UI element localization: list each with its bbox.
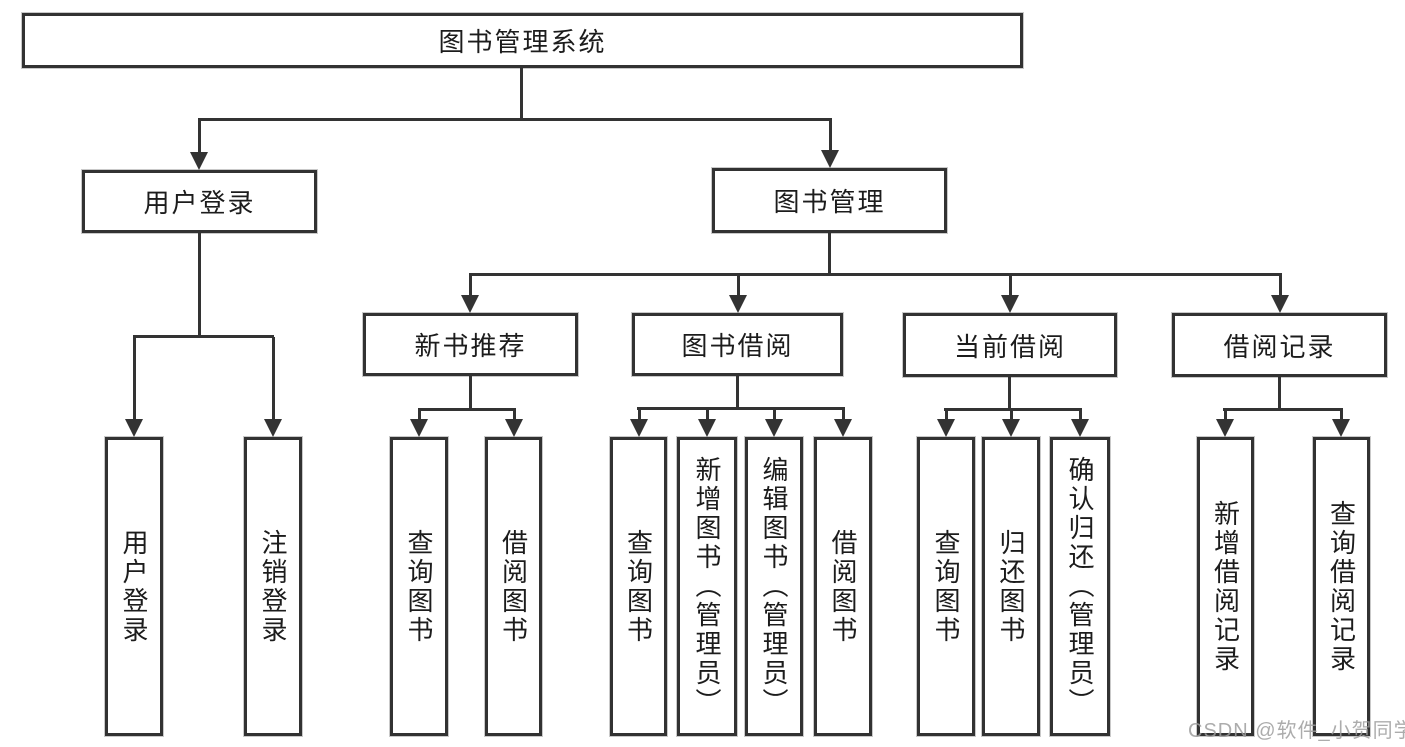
arrowhead-down-icon	[834, 419, 852, 437]
leaf-confirm-return-admin-label: 确认归还（管理员）	[1065, 456, 1095, 717]
arrowhead-down-icon	[410, 419, 428, 437]
connector-segment	[469, 376, 472, 411]
node-root: 图书管理系统	[22, 13, 1023, 68]
leaf-borrow-books-1: 借阅图书	[485, 437, 542, 736]
connector-segment	[469, 273, 1282, 276]
leaf-query-books-2: 查询图书	[610, 437, 667, 736]
connector-segment	[736, 376, 739, 410]
arrowhead-down-icon	[1001, 295, 1019, 313]
connector-arrow-stem	[133, 337, 136, 421]
leaf-borrow-books-2: 借阅图书	[814, 437, 872, 736]
connector-arrow-stem	[842, 409, 845, 421]
connector-arrow-stem	[773, 409, 776, 421]
connector-arrow-stem	[1010, 410, 1013, 421]
arrowhead-down-icon	[698, 419, 716, 437]
connector-arrow-stem	[1279, 275, 1282, 297]
node-new-book-recommend-label: 新书推荐	[414, 331, 527, 361]
arrowhead-down-icon	[1216, 419, 1234, 437]
arrowhead-down-icon	[505, 419, 523, 437]
arrowhead-down-icon	[190, 152, 208, 170]
leaf-logout-label: 注销登录	[258, 528, 288, 645]
node-user-login-label: 用户登录	[143, 188, 256, 218]
leaf-add-book-admin-label: 新增图书（管理员）	[692, 456, 722, 717]
leaf-return-books: 归还图书	[982, 437, 1040, 736]
connector-arrow-stem	[829, 120, 832, 152]
connector-arrow-stem	[469, 275, 472, 297]
connector-arrow-stem	[945, 410, 948, 421]
leaf-confirm-return-admin: 确认归还（管理员）	[1050, 437, 1110, 736]
leaf-query-borrow-record-label: 查询借阅记录	[1326, 499, 1357, 674]
connector-segment	[133, 335, 274, 338]
connector-arrow-stem	[706, 409, 709, 421]
connector-arrow-stem	[638, 409, 641, 421]
node-book-borrowing: 图书借阅	[632, 313, 843, 376]
arrowhead-down-icon	[1271, 295, 1289, 313]
leaf-borrow-books-2-label: 借阅图书	[828, 528, 858, 645]
node-current-borrowing: 当前借阅	[903, 313, 1117, 377]
connector-segment	[198, 233, 201, 338]
node-new-book-recommend: 新书推荐	[363, 313, 578, 376]
connector-segment	[1008, 377, 1011, 411]
arrowhead-down-icon	[125, 419, 143, 437]
leaf-query-books-2-label: 查询图书	[623, 528, 654, 645]
connector-arrow-stem	[1009, 275, 1012, 297]
arrowhead-down-icon	[937, 419, 955, 437]
connector-arrow-stem	[513, 410, 516, 421]
arrowhead-down-icon	[765, 419, 783, 437]
connector-arrow-stem	[1079, 410, 1082, 421]
leaf-edit-book-admin-label: 编辑图书（管理员）	[759, 456, 789, 717]
connector-arrow-stem	[737, 275, 740, 297]
connector-arrow-stem	[1224, 410, 1227, 421]
connector-segment	[1223, 408, 1343, 411]
connector-arrow-stem	[272, 337, 275, 421]
leaf-return-books-label: 归还图书	[996, 528, 1026, 645]
connector-arrow-stem	[198, 120, 201, 154]
leaf-query-books-3-label: 查询图书	[931, 528, 961, 645]
leaf-query-books-3: 查询图书	[917, 437, 975, 736]
leaf-add-book-admin: 新增图书（管理员）	[677, 437, 737, 736]
leaf-add-borrow-record: 新增借阅记录	[1197, 437, 1254, 736]
connector-segment	[828, 233, 831, 276]
leaf-query-books-1: 查询图书	[390, 437, 448, 736]
leaf-edit-book-admin: 编辑图书（管理员）	[745, 437, 803, 736]
leaf-query-borrow-record: 查询借阅记录	[1313, 437, 1370, 736]
node-user-login: 用户登录	[82, 170, 317, 233]
node-book-borrowing-label: 图书借阅	[681, 331, 794, 361]
arrowhead-down-icon	[1071, 419, 1089, 437]
arrowhead-down-icon	[630, 419, 648, 437]
connector-arrow-stem	[1340, 410, 1343, 421]
arrowhead-down-icon	[1332, 419, 1350, 437]
node-root-label: 图书管理系统	[438, 27, 607, 57]
connector-arrow-stem	[418, 410, 421, 421]
leaf-borrow-books-1-label: 借阅图书	[498, 528, 529, 645]
node-current-borrowing-label: 当前借阅	[953, 331, 1066, 362]
connector-segment	[1278, 377, 1281, 411]
connector-segment	[520, 68, 523, 121]
arrowhead-down-icon	[1002, 419, 1020, 437]
connector-segment	[198, 118, 832, 121]
watermark-text: CSDN @软件_小贺同学	[1188, 720, 1405, 742]
arrowhead-down-icon	[729, 295, 747, 313]
leaf-query-books-1-label: 查询图书	[404, 528, 434, 645]
connector-segment	[418, 408, 516, 411]
connector-segment	[637, 407, 845, 410]
node-book-management: 图书管理	[712, 168, 947, 233]
node-book-management-label: 图书管理	[773, 187, 886, 217]
arrowhead-down-icon	[264, 419, 282, 437]
connector-segment	[944, 408, 1082, 411]
arrowhead-down-icon	[821, 150, 839, 168]
node-borrow-records-label: 借阅记录	[1223, 331, 1336, 362]
node-borrow-records: 借阅记录	[1172, 313, 1387, 377]
leaf-logout: 注销登录	[244, 437, 302, 736]
leaf-user-login: 用户登录	[105, 437, 163, 736]
arrowhead-down-icon	[461, 295, 479, 313]
leaf-user-login-label: 用户登录	[119, 528, 149, 645]
leaf-add-borrow-record-label: 新增借阅记录	[1210, 499, 1241, 674]
